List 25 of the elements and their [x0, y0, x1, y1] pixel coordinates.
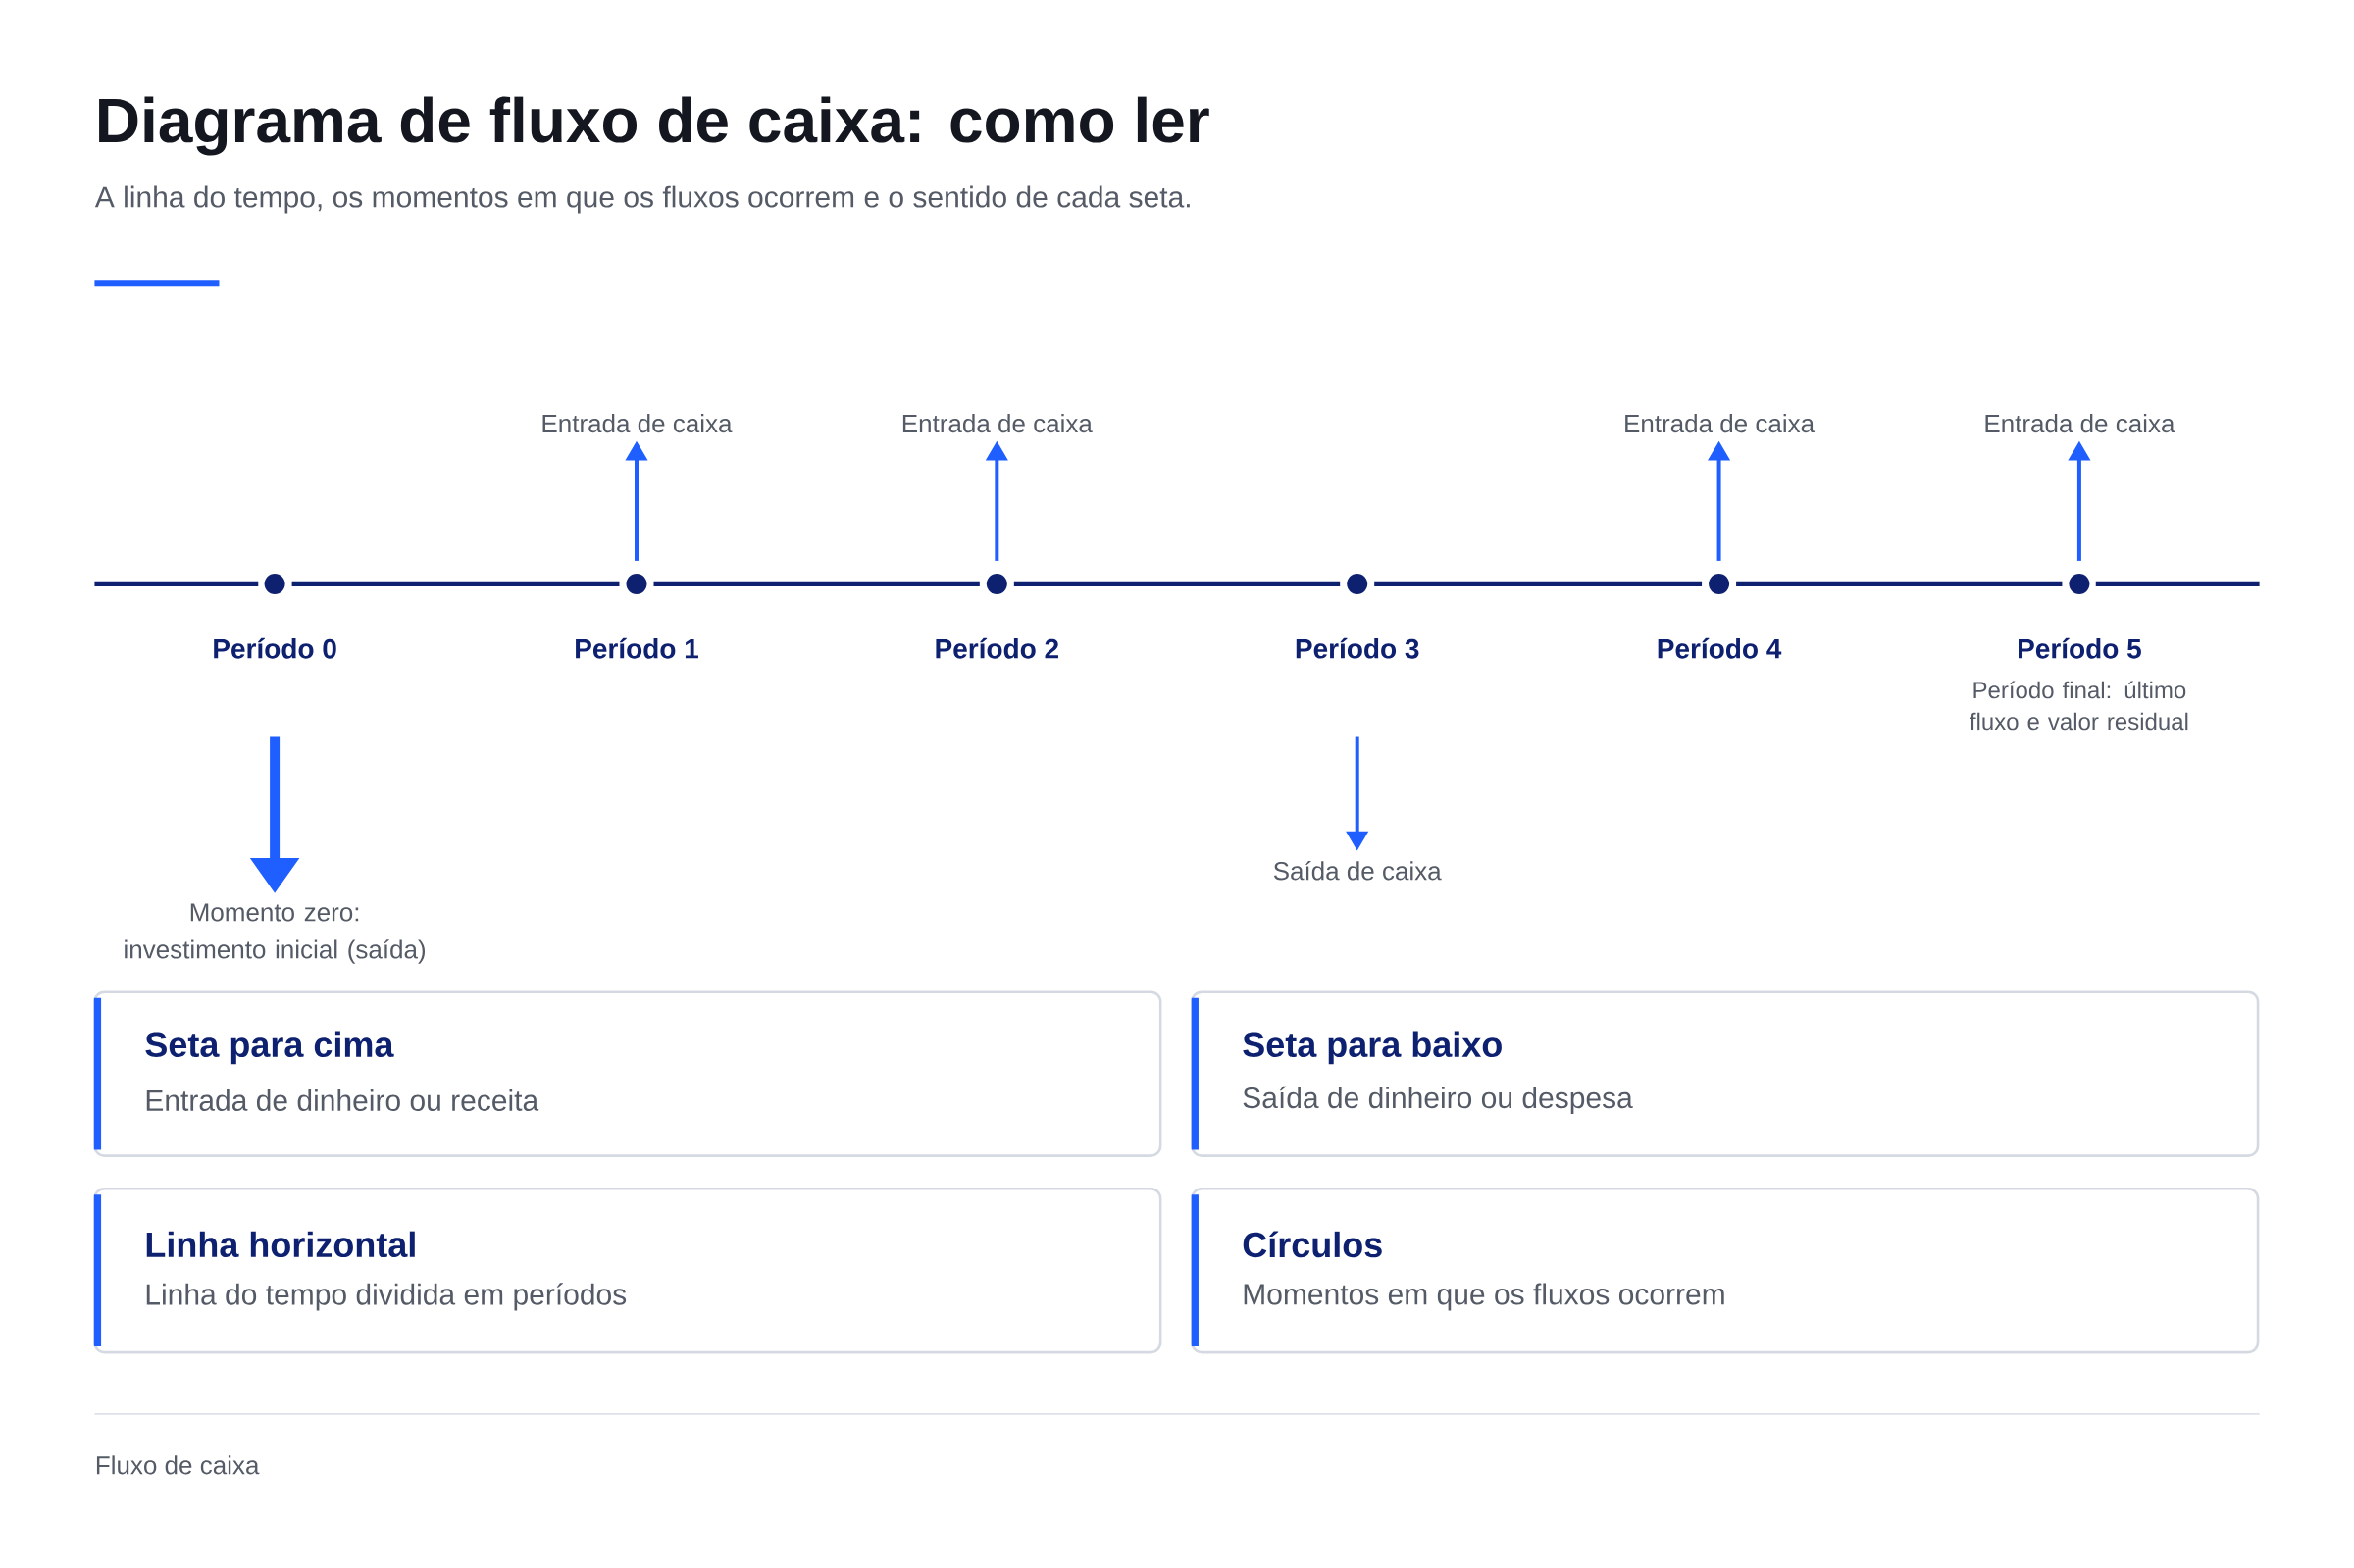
flow-label: Entrada de caixa — [1625, 413, 1816, 432]
period-label: Período 4 — [1658, 637, 1782, 659]
period-label: Período 3 — [1296, 637, 1419, 659]
legend-card: Linha horizontal Linha do tempo dividida em períodos — [93, 1187, 1162, 1354]
subtitle: A linha do tempo, os momentos em que os fluxos ocorrem e o sentido de cada seta. — [94, 185, 1190, 214]
period-note: Período final: último fluxo e valor residual — [1970, 681, 2188, 731]
period-label: Período 0 — [214, 637, 336, 659]
flow-label: Entrada de caixa — [1985, 413, 2175, 432]
footer-text: Fluxo de caixa — [96, 1455, 260, 1475]
timeline-line — [1374, 581, 1703, 586]
timeline-line — [653, 581, 980, 586]
period-label: Período 5 — [2019, 637, 2141, 659]
flow-label: Entrada de caixa — [542, 413, 733, 432]
timeline-line — [1013, 581, 1341, 586]
legend-card: Círculos Momentos em que os fluxos ocorrem — [1191, 1187, 2260, 1354]
legend-card: Seta para cima Entrada de dinheiro ou receita — [93, 990, 1162, 1157]
timeline-line — [291, 581, 620, 586]
legend-card: Seta para baixo Saída de dinheiro ou despesa — [1191, 990, 2260, 1157]
flow-label: Entrada de caixa — [902, 413, 1093, 432]
period-label: Período 1 — [576, 637, 698, 659]
flow-label: Momento zero: investimento inicial (saída) — [125, 903, 426, 964]
title: Diagrama de fluxo de caixa: como ler — [99, 96, 1209, 156]
period-label: Período 2 — [936, 637, 1058, 659]
flow-label: Saída de caixa — [1273, 860, 1442, 881]
timeline-line — [1736, 581, 2063, 586]
